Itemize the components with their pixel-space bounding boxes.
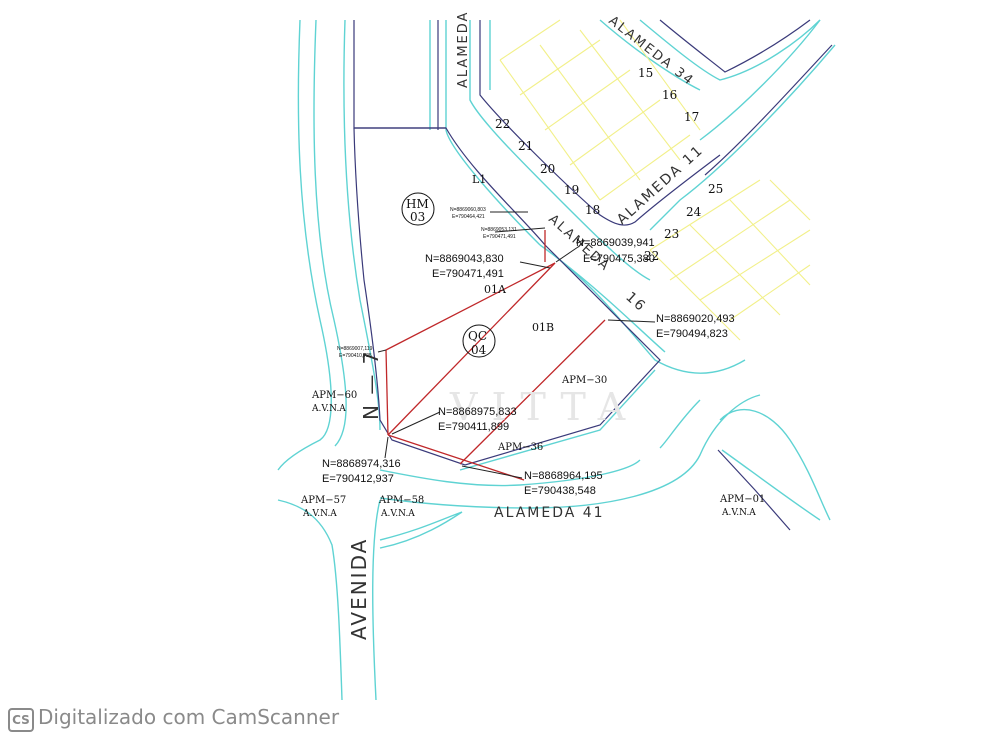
block-23: 23	[664, 227, 679, 241]
label-apm-58: APM−58	[378, 495, 424, 506]
label-apm-36: APM−36	[497, 442, 543, 453]
coord-9-e: E=790438,548	[524, 485, 596, 497]
block-grid	[499, 19, 811, 341]
label-apm-60-sub: A.V.N.A	[311, 404, 346, 414]
coord-2-e: E=790471,491	[483, 234, 516, 240]
street-alameda-41: ALAMEDA 41	[494, 505, 605, 521]
hm-label: HM	[406, 197, 429, 211]
coord-2-n: N=8869053,131	[481, 227, 517, 233]
block-22b: 22	[644, 249, 659, 263]
block-20: 20	[540, 162, 555, 176]
block-19: 19	[564, 183, 579, 197]
label-01a: 01A	[484, 283, 507, 296]
block-21: 21	[518, 139, 533, 153]
coord-5-n: N=8869020,493	[656, 313, 735, 325]
qc-number: 04	[471, 343, 487, 357]
coord-9-n: N=8868964,195	[524, 470, 603, 482]
block-15: 15	[638, 66, 653, 80]
coord-6-n: N=8869007,119	[337, 346, 373, 352]
camscanner-watermark-text: Digitalizado com CamScanner	[38, 705, 340, 729]
block-22a: 22	[495, 117, 510, 131]
qc-marker	[462, 324, 496, 358]
street-avenida: AVENIDA	[347, 538, 371, 640]
coord-4-e: E=790471,491	[432, 268, 504, 280]
hm-marker	[401, 192, 435, 226]
label-apm-01: APM−01	[719, 494, 765, 505]
street-avenida-number: N — 7	[359, 350, 383, 420]
block-16: 16	[662, 88, 677, 102]
leader-lines	[377, 211, 656, 479]
coord-3-e: E=790475,380	[583, 253, 655, 265]
block-17: 17	[684, 110, 699, 124]
label-apm-30: APM−30	[561, 375, 607, 386]
block-25: 25	[708, 182, 723, 196]
coordinate-labels: N=8869060,803 E=790464,421 N=8869053,131…	[322, 207, 735, 497]
label-apm-01-sub: A.V.N.A	[721, 508, 756, 518]
label-apm-57: APM−57	[300, 495, 346, 506]
coord-4-n: N=8869043,830	[425, 253, 504, 265]
coord-1-e: E=790464,421	[452, 214, 485, 220]
coord-3-n: N=8869039,941	[576, 237, 655, 249]
watermark-text: VITTA	[449, 385, 639, 429]
block-24: 24	[686, 205, 702, 219]
block-numbers: 15 16 17 22 21 20 19 18 25 24 23 22	[495, 66, 723, 263]
coord-6-e: E=790410,725	[339, 353, 372, 359]
label-01b: 01B	[532, 321, 554, 334]
coord-5-e: E=790494,823	[656, 328, 728, 340]
street-alameda-16: 16	[622, 289, 649, 315]
camscanner-logo-icon: CS	[8, 708, 34, 732]
lot-labels: L1 HM 03 QC 04 01A 01B APM−30 APM−36 APM…	[300, 173, 765, 519]
label-apm-60: APM−60	[311, 390, 357, 401]
road-curbs	[277, 19, 836, 701]
coord-1-n: N=8869060,803	[450, 207, 486, 213]
label-l1: L1	[472, 173, 486, 186]
coord-8-n: N=8868974,316	[322, 458, 401, 470]
lot-lines	[385, 230, 606, 481]
label-apm-57-sub: A.V.N.A	[302, 509, 337, 519]
qc-label: QC	[468, 329, 487, 343]
hm-number: 03	[410, 210, 425, 224]
coord-8-e: E=790412,937	[322, 473, 394, 485]
label-apm-58-sub: A.V.N.A	[380, 509, 415, 519]
coord-7-e: E=790411,899	[438, 421, 509, 433]
coord-7-n: N=8868975,833	[438, 406, 517, 418]
street-alameda-top: ALAMEDA	[456, 11, 471, 88]
block-18: 18	[585, 203, 600, 217]
boundary-lines	[353, 19, 833, 531]
